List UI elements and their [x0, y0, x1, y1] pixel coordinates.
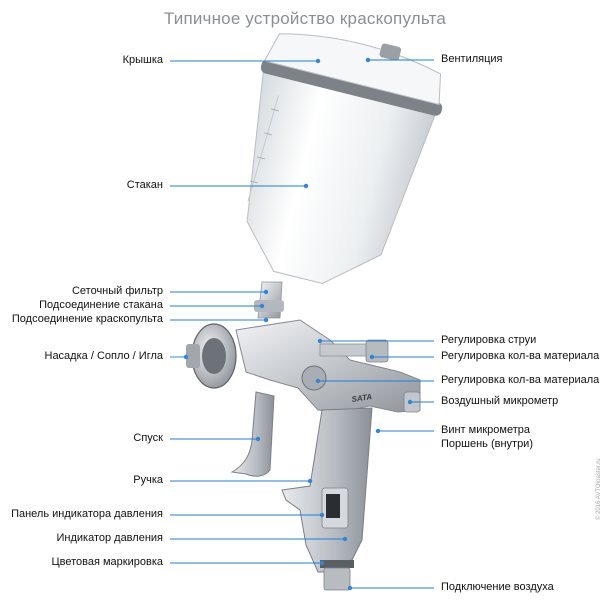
cup-lid [263, 33, 442, 106]
leader-gauge-panel-dot [319, 512, 325, 518]
leader-nozzle-dot [183, 354, 189, 360]
leader-fan-adjust-dot [317, 338, 323, 344]
gauge-display [326, 494, 340, 518]
page-title: Типичное устройство краскопульта [163, 9, 447, 28]
leader-gun-connection-dot [263, 317, 269, 323]
leader-material-adjust-2-dot [315, 378, 321, 384]
cup-connector [254, 300, 284, 312]
leader-lines [170, 57, 434, 591]
label-ventilation: Вентиляция [441, 53, 503, 65]
label-material-adjust-2: Регулировка кол-ва материала [441, 374, 600, 386]
label-fan-adjust: Регулировка струи [441, 334, 537, 346]
leader-handle-dot [307, 478, 313, 484]
leader-ventilation-dot [365, 57, 371, 63]
nozzle-horn [186, 344, 200, 368]
fan-knob [365, 339, 389, 363]
leader-trigger-dot [255, 436, 261, 442]
label-handle: Ручка [133, 474, 163, 486]
leader-mesh-filter-dot [263, 289, 269, 295]
leader-cup-dot [303, 183, 309, 189]
label-material-adjust-1: Регулировка кол-ва материала [441, 350, 600, 362]
cup-gasket [260, 59, 443, 116]
label-piston: Поршень (внутри) [441, 438, 533, 450]
label-lid: Крышка [122, 54, 163, 66]
label-gun-connection: Подсоединение краскопульта [11, 313, 163, 325]
label-micrometer-screw: Винт микрометра [441, 424, 530, 436]
leader-air-micrometer-dot [407, 399, 413, 405]
leader-micrometer-screw-dot [375, 428, 381, 434]
label-trigger: Спуск [133, 432, 163, 444]
vent-cap [379, 43, 402, 61]
label-air-micrometer: Воздушный микрометр [441, 395, 559, 407]
leader-lid-dot [315, 58, 321, 64]
leader-pressure-gauge-dot [342, 536, 348, 542]
trigger [230, 391, 275, 477]
label-gauge-panel: Панель индикатора давления [11, 508, 163, 520]
material-knob [301, 365, 327, 391]
leader-color-marking-dot [319, 560, 325, 566]
label-cup-connection: Подсоединение стакана [39, 299, 163, 311]
watermark: © 2016 AVTOkraster.ru [596, 458, 602, 520]
label-color-marking: Цветовая маркировка [51, 556, 164, 568]
label-air-connection: Подключение воздуха [441, 581, 554, 593]
color-ring [320, 560, 354, 568]
label-mesh-filter: Сеточный фильтр [71, 285, 163, 297]
leader-material-adjust-1-dot [369, 354, 375, 360]
air-inlet [323, 567, 351, 591]
leader-cup-connection-dot [259, 303, 265, 309]
brand-mark: SATA [351, 392, 373, 404]
label-cup: Стакан [126, 179, 163, 191]
paint-cup [246, 33, 443, 285]
leader-air-connection-dot [347, 585, 353, 591]
label-pressure-gauge: Индикатор давления [56, 532, 163, 544]
fan-knob-stem [319, 343, 371, 357]
label-nozzle-needle: Насадка / Сопло / Игла [44, 350, 164, 362]
